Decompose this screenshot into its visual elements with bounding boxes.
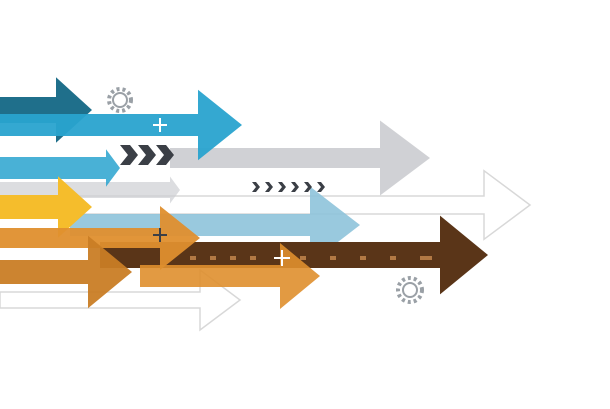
gear-icon-bottom [396, 276, 424, 304]
yellow-arrow [0, 176, 92, 238]
orange-arrow-upper [0, 206, 200, 270]
outline-arrow-bottom [0, 268, 242, 332]
sparkle-icon-dark [153, 228, 167, 242]
decorations [107, 87, 432, 304]
sky-blue-band [0, 149, 120, 187]
foreground-arrows [0, 77, 488, 309]
orange-arrow-lower [0, 235, 132, 309]
grey-arrow [170, 120, 430, 196]
sky-blue-arrow [0, 89, 242, 161]
sparkle-icon [153, 118, 290, 266]
orange-arrow-long [140, 243, 320, 309]
dot-trail [190, 256, 432, 260]
pale-blue-arrow [70, 186, 360, 264]
chevron-group-icon [120, 145, 174, 165]
small-chevron-group-icon [252, 182, 325, 192]
gear-icon-top [107, 87, 133, 113]
